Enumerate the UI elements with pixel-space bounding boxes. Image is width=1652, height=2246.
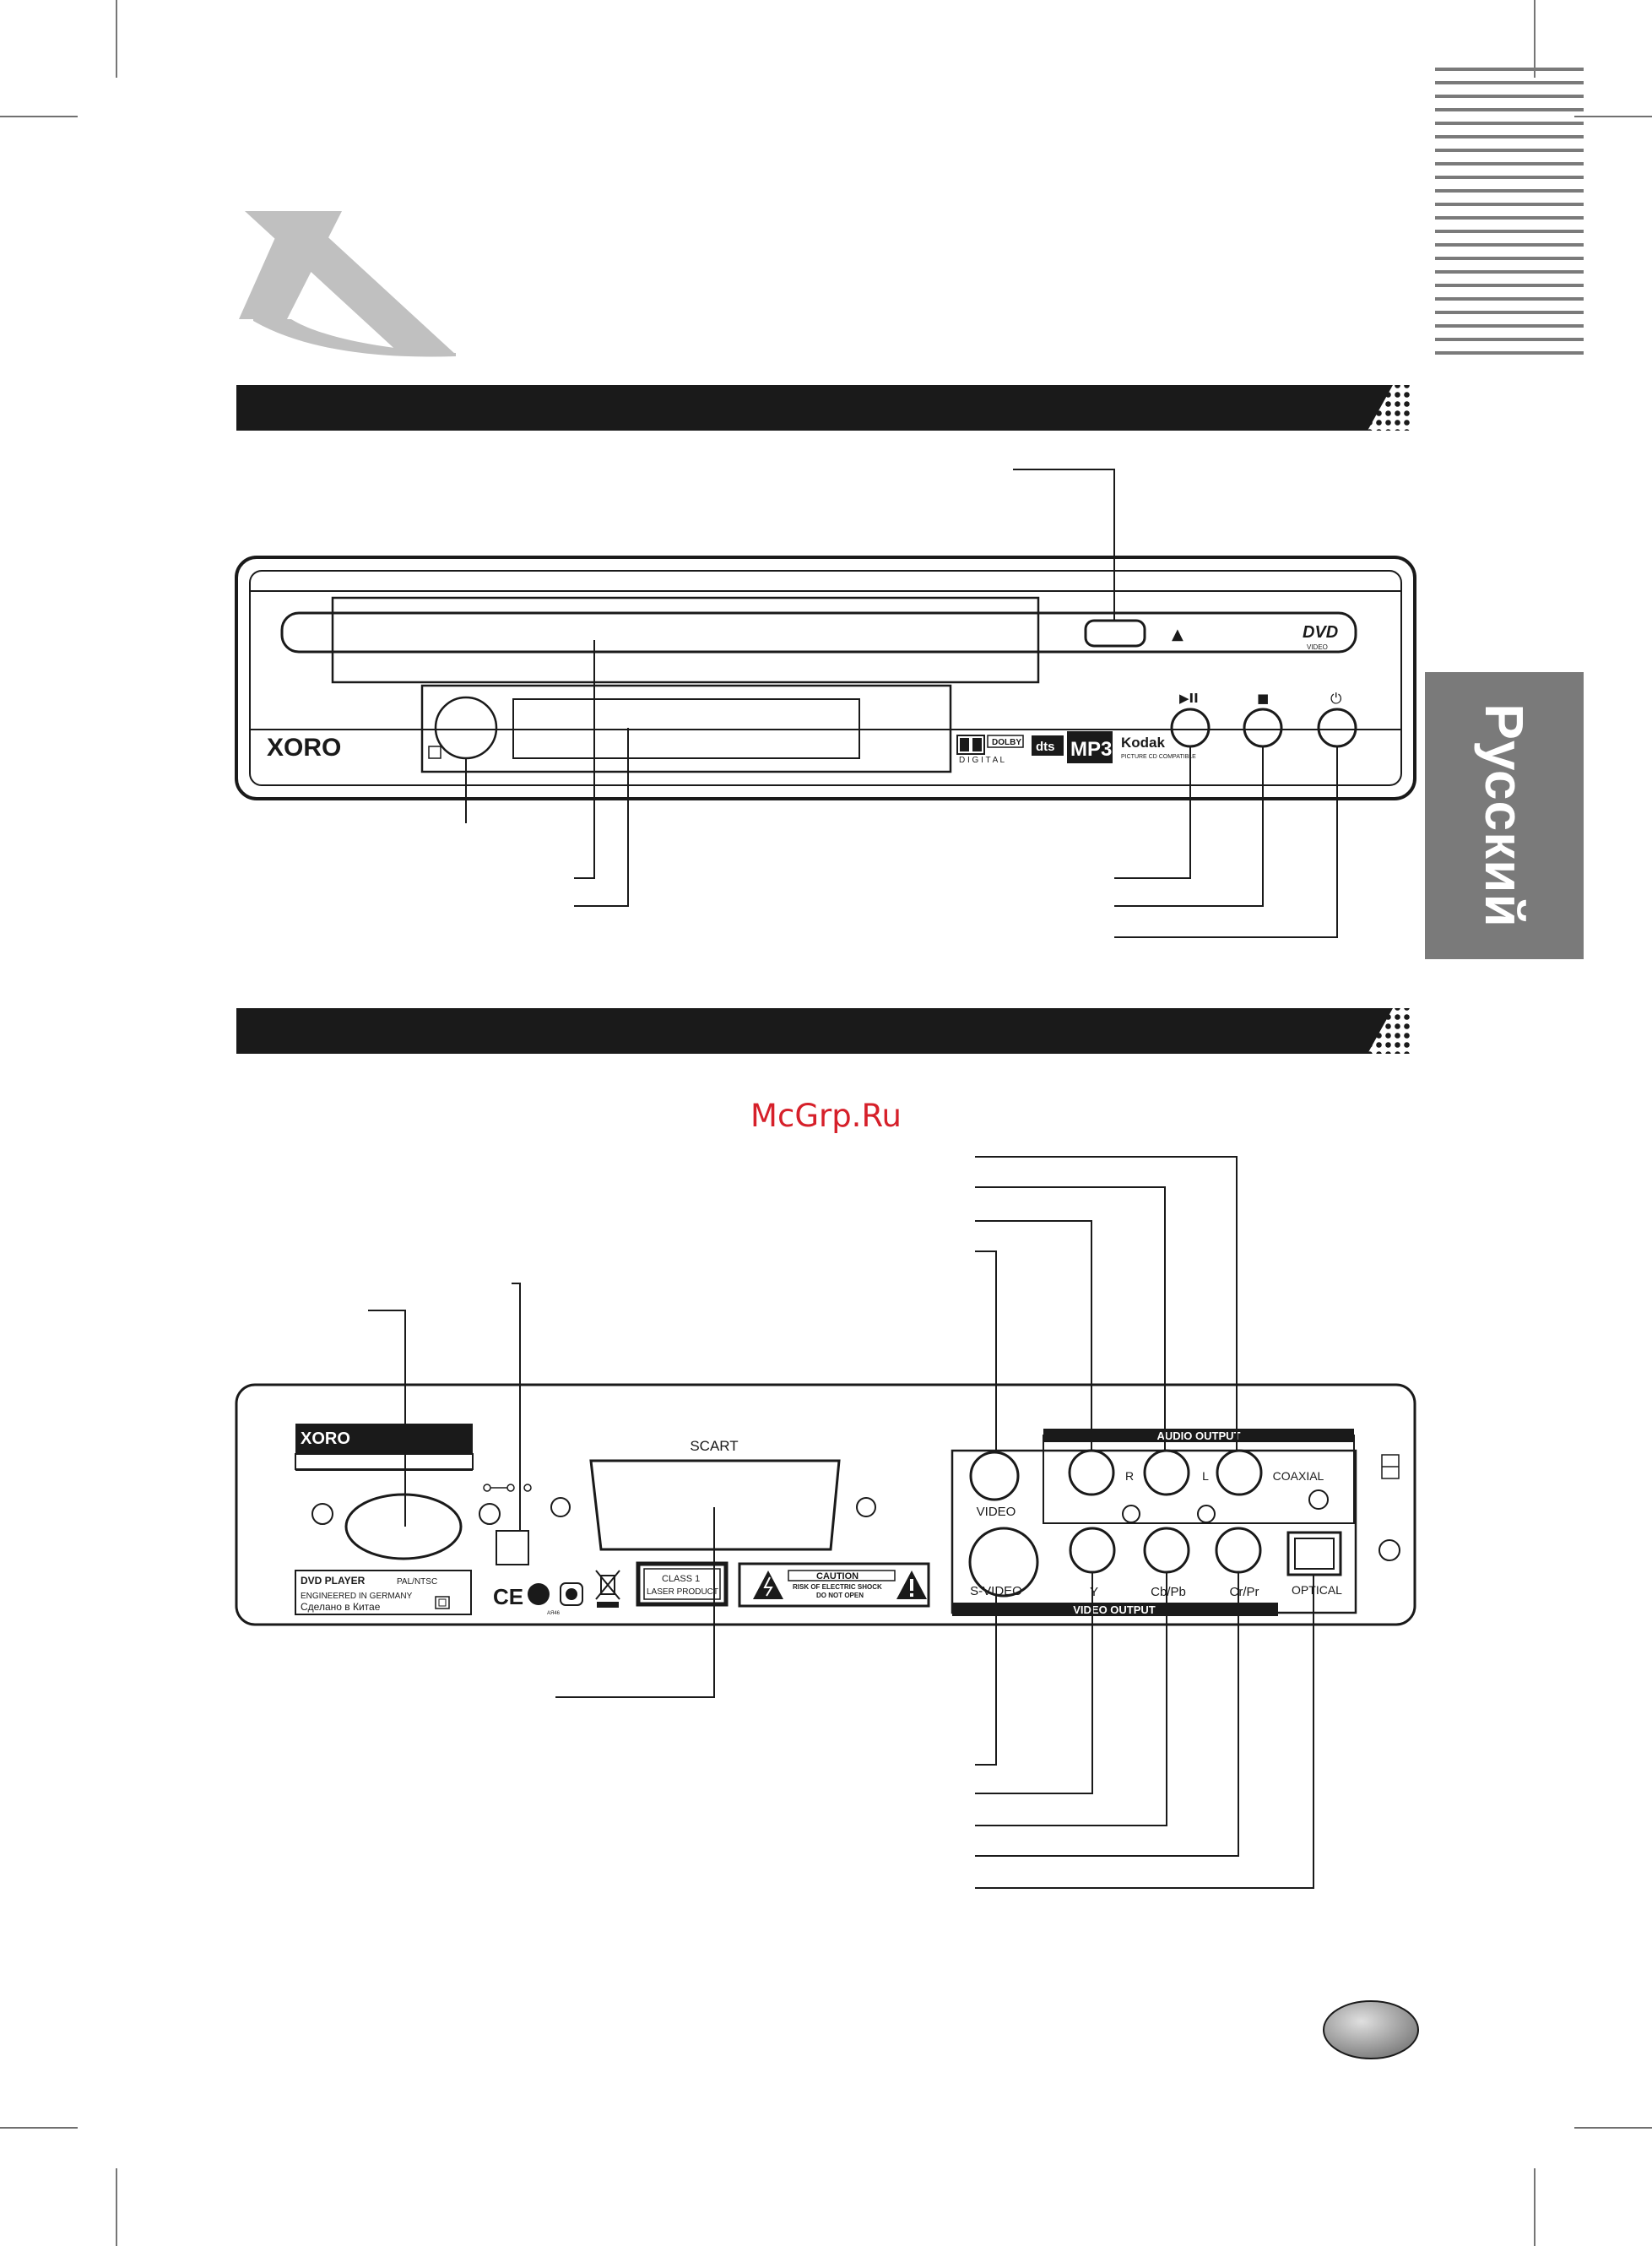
page-number-oval xyxy=(1323,2000,1419,2059)
made-in-text: Сделано в Китае xyxy=(301,1601,381,1613)
shock-warning-icon xyxy=(753,1571,783,1599)
front-callout-lines xyxy=(465,469,1338,938)
section-bar-rear xyxy=(236,1008,1413,1054)
stop-icon: ■ xyxy=(1257,691,1269,706)
caution-label xyxy=(738,1562,930,1608)
y-jack-label: Y xyxy=(1090,1585,1098,1599)
rear-brand-text: XORO xyxy=(301,1430,350,1448)
kodak-sublabel: PICTURE CD COMPATIBLE xyxy=(1121,754,1196,760)
play-pause-icon: ▶II xyxy=(1179,691,1199,706)
scart-label: SCART xyxy=(690,1438,738,1454)
audio-output-text: AUDIO OUTPUT xyxy=(1157,1430,1241,1442)
rear-panel xyxy=(235,1383,1416,1626)
ce-mark: CE xyxy=(493,1584,523,1609)
watermark-text: McGrp.Ru xyxy=(750,1098,902,1134)
r-jack-label: R xyxy=(1125,1469,1134,1483)
shock-text: RISK OF ELECTRIC SHOCK xyxy=(793,1583,882,1591)
front-panel xyxy=(235,556,1416,800)
xoro-x-logo xyxy=(239,211,456,357)
section-bar-front xyxy=(236,385,1413,431)
eject-icon: ▲ xyxy=(1172,626,1183,643)
engineered-text: ENGINEERED IN GERMANY xyxy=(301,1592,413,1601)
front-brand-logo: XORO xyxy=(267,734,341,762)
do-not-open-text: DO NOT OPEN xyxy=(816,1592,864,1599)
svg-text:АЯ46: АЯ46 xyxy=(547,1611,561,1616)
language-tab-text-wrapper: Русский xyxy=(1425,672,1584,959)
dvd-player-text: DVD PLAYER xyxy=(301,1575,366,1587)
energy-mark-icon xyxy=(560,1582,583,1606)
rating-label xyxy=(295,1570,472,1615)
stripe-block xyxy=(1435,68,1584,355)
rear-callout-lines xyxy=(368,1156,1314,1889)
weee-bin-icon xyxy=(595,1570,620,1608)
laser-product-text: LASER PRODUCT xyxy=(647,1587,718,1597)
video-jack-label: VIDEO xyxy=(977,1505,1016,1519)
pal-ntsc-text: PAL/NTSC xyxy=(397,1577,437,1587)
dts-logo: dts xyxy=(1032,735,1064,756)
dvd-video-sublabel: VIDEO xyxy=(1307,643,1328,651)
rostest-mark-icon xyxy=(528,1583,550,1605)
optical-jack-label: OPTICAL xyxy=(1292,1583,1342,1597)
video-output-text: VIDEO OUTPUT xyxy=(1073,1603,1156,1616)
cb-jack-label: Cb/Pb xyxy=(1151,1585,1186,1599)
power-icon: ⏻ xyxy=(1330,691,1342,708)
cr-jack-label: Cr/Pr xyxy=(1230,1585,1259,1599)
kodak-logo: Kodak xyxy=(1121,735,1166,751)
dolby-digital-logo: DOLBY D I G I T A L xyxy=(956,735,1024,765)
caution-text: CAUTION xyxy=(816,1571,858,1581)
language-tab-text: Русский xyxy=(1474,703,1535,928)
mp3-logo: MP3 xyxy=(1067,731,1113,763)
audio-output-bar xyxy=(1043,1429,1354,1442)
dolby-text: DOLBY xyxy=(992,738,1021,747)
language-side-tab xyxy=(1425,672,1584,959)
dts-text: dts xyxy=(1036,740,1055,754)
video-output-bar xyxy=(952,1603,1278,1616)
class1-text: CLASS 1 xyxy=(662,1574,700,1584)
mp3-text: MP3 xyxy=(1070,738,1112,761)
digital-text: D I G I T A L xyxy=(959,756,1005,765)
svideo-jack-label: S-VIDEO xyxy=(970,1584,1022,1598)
dvd-video-logo: DVD xyxy=(1303,623,1338,642)
laser-class-label xyxy=(636,1561,729,1607)
coaxial-jack-label: COAXIAL xyxy=(1273,1469,1324,1483)
l-jack-label: L xyxy=(1202,1469,1209,1483)
